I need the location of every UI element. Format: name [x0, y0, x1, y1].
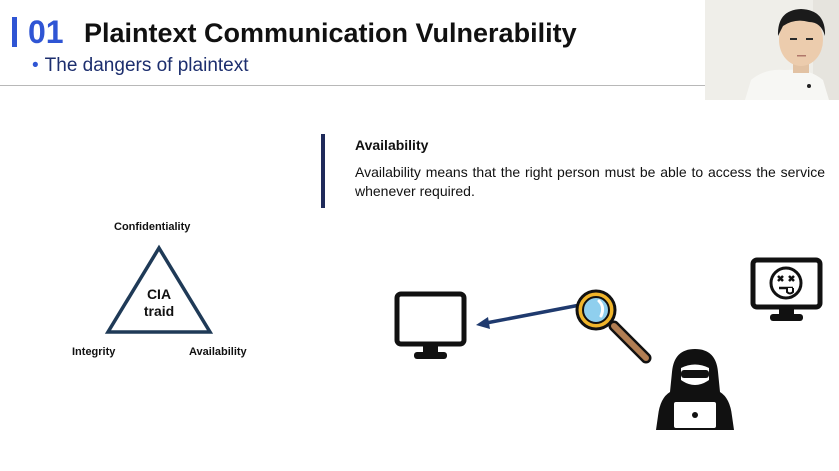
subtitle: •The dangers of plaintext — [32, 54, 249, 78]
cia-availability-label: Availability — [189, 346, 247, 358]
cia-center-line2: traid — [143, 303, 175, 319]
cia-center-line1: CIA — [146, 286, 172, 302]
availability-heading: Availability — [355, 137, 429, 153]
cia-confidentiality-label: Confidentiality — [114, 221, 191, 233]
title-accent-bar — [12, 17, 17, 47]
availability-accent-bar — [321, 134, 325, 208]
presenter-webcam — [705, 0, 839, 100]
arrow-to-monitor-icon — [476, 303, 581, 329]
header-divider — [0, 85, 705, 86]
dead-monitor-icon — [750, 257, 823, 321]
bullet-icon: • — [32, 55, 39, 76]
cia-integrity-label: Integrity — [72, 346, 116, 358]
cia-triangle — [104, 244, 214, 334]
presenter-image — [705, 0, 839, 100]
cia-center-text: CIA traid — [127, 286, 191, 320]
monitor-icon — [394, 291, 467, 359]
hacker-icon — [656, 349, 734, 430]
subtitle-text: The dangers of plaintext — [44, 55, 249, 76]
availability-definition: Availability means that the right person… — [355, 164, 825, 199]
page-title: Plaintext Communication Vulnerability — [84, 18, 577, 48]
section-number: 01 — [28, 14, 64, 50]
magnifier-icon — [575, 289, 652, 364]
